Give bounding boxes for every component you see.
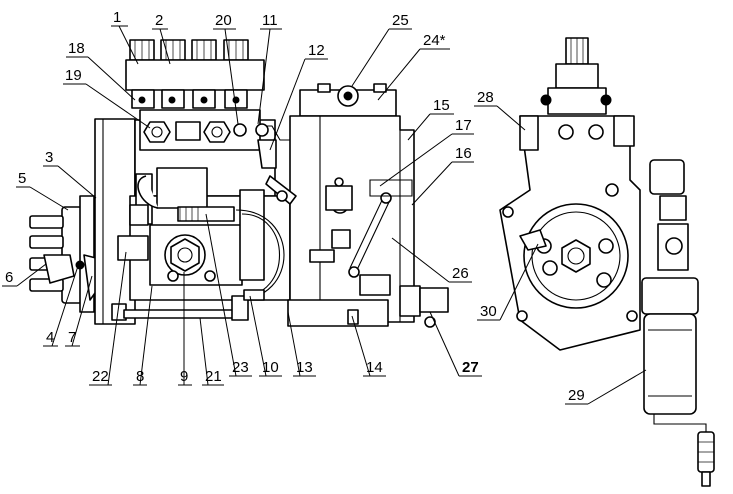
callout-2: 2 xyxy=(155,12,163,29)
callout-29: 29 xyxy=(568,387,585,404)
injector-heads xyxy=(125,39,265,151)
callout-17: 17 xyxy=(455,117,472,134)
callout-4: 4 xyxy=(46,329,54,346)
callout-6: 6 xyxy=(5,269,13,286)
callout-22: 22 xyxy=(92,368,109,385)
callout-1: 1 xyxy=(113,9,121,26)
callout-23: 23 xyxy=(232,359,249,376)
callout-3: 3 xyxy=(45,149,53,166)
callout-14: 14 xyxy=(366,359,383,376)
callout-26: 26 xyxy=(452,265,469,282)
callout-30: 30 xyxy=(480,303,497,320)
callout-10: 10 xyxy=(262,359,279,376)
callout-19: 19 xyxy=(65,67,82,84)
callout-8: 8 xyxy=(136,368,144,385)
solenoid xyxy=(641,159,715,487)
callout-13: 13 xyxy=(296,359,313,376)
callout-labels: 1 2 18 19 20 11 12 25 24* 15 17 16 xyxy=(2,9,647,405)
pump-housing xyxy=(94,118,291,325)
callout-12: 12 xyxy=(308,42,325,59)
pump-side-view xyxy=(29,39,449,328)
callout-25: 25 xyxy=(392,12,409,29)
callout-16: 16 xyxy=(455,145,472,162)
callout-11: 11 xyxy=(262,12,278,29)
callout-21: 21 xyxy=(205,368,222,385)
callout-28: 28 xyxy=(477,89,494,106)
callout-7: 7 xyxy=(68,329,76,346)
drive-flange xyxy=(29,195,101,313)
callout-20: 20 xyxy=(215,12,232,29)
callout-24: 24* xyxy=(423,32,446,49)
callout-18: 18 xyxy=(68,40,85,57)
callout-27: 27 xyxy=(462,359,479,376)
callout-15: 15 xyxy=(433,97,450,114)
pump-end-view xyxy=(499,37,715,487)
governor-housing xyxy=(255,83,449,328)
callout-5: 5 xyxy=(18,170,26,187)
